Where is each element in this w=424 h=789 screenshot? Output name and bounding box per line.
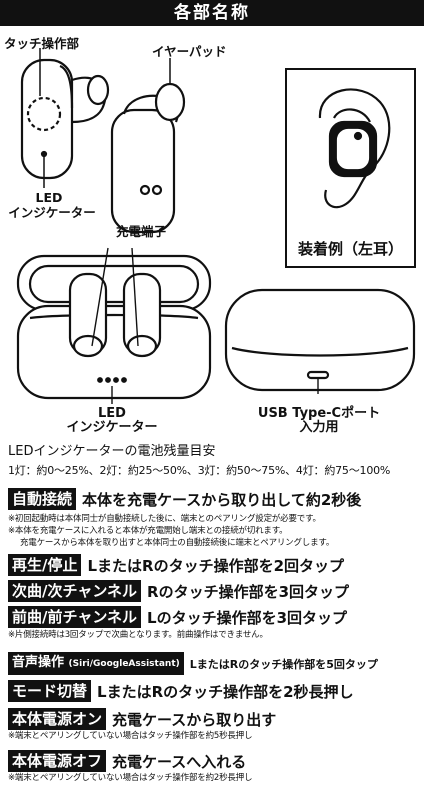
op-desc: Lのタッチ操作部を3回タップ (147, 608, 348, 627)
note-auto-3: 充電ケースから本体を取り出すと本体同士の自動接続後に端末とペアリングします。 (20, 538, 335, 548)
led-label-bottom: LED (98, 406, 126, 421)
wear-example-box: 装着例（左耳） (285, 68, 416, 268)
led-label-top: LED (35, 190, 63, 205)
op-row-voice: 音声操作 (Siri/GoogleAssistant) LまたはRのタッチ操作部… (8, 652, 378, 675)
op-row-auto-connect: 自動接続 本体を充電ケースから取り出して約2秒後 (8, 488, 361, 510)
led-label-top-2: インジケーター (8, 205, 96, 220)
battery-levels: 1灯：約0～25%、2灯：約25～50%、3灯：約50～75%、4灯：約75～1… (8, 464, 391, 477)
op-tag: 本体電源オン (8, 708, 107, 730)
note-prev: ※片側接続時は3回タップで次曲となります。前曲操作はできません。 (8, 630, 268, 640)
op-tag: 音声操作 (Siri/GoogleAssistant) (8, 652, 184, 675)
op-desc: Rのタッチ操作部を3回タップ (147, 582, 350, 601)
op-row-next: 次曲/次チャンネル Rのタッチ操作部を3回タップ (8, 580, 349, 602)
page-title: 各部名称 (0, 0, 424, 26)
op-row-power-on: 本体電源オン 充電ケースから取り出す (8, 708, 276, 730)
wear-example-label: 装着例（左耳） (297, 240, 403, 258)
note-auto-2: ※本体を充電ケースに入れると本体が充電開始し端末との接続が切れます。 (8, 526, 288, 536)
op-row-mode: モード切替 LまたはRのタッチ操作部を2秒長押し (8, 680, 354, 702)
earbud-diagram-graphic (16, 48, 416, 404)
usb-port-label: USB Type-Cポート (257, 406, 381, 421)
op-tag: モード切替 (8, 680, 92, 702)
usb-input-label: 入力用 (299, 420, 339, 435)
note-power-off: ※端末とペアリングしていない場合はタッチ操作部を約2秒長押し (8, 773, 253, 783)
op-tag: 本体電源オフ (8, 750, 107, 772)
touch-area-label: タッチ操作部 (4, 36, 80, 51)
op-desc: LまたはRのタッチ操作部を5回タップ (189, 657, 378, 671)
op-row-play-pause: 再生/停止 LまたはRのタッチ操作部を2回タップ (8, 554, 344, 576)
op-row-power-off: 本体電源オフ 充電ケースへ入れる (8, 750, 246, 772)
charge-terminal-label: 充電端子 (116, 224, 167, 239)
op-tag: 自動接続 (8, 488, 77, 510)
op-row-prev: 前曲/前チャンネル Lのタッチ操作部を3回タップ (8, 606, 347, 628)
earpad-label: イヤーパッド (152, 44, 227, 59)
note-power-on: ※端末とペアリングしていない場合はタッチ操作部を約5秒長押し (8, 731, 253, 741)
led-label-bottom-2: インジケーター (66, 420, 158, 435)
op-tag-sub: (Siri/GoogleAssistant) (68, 659, 180, 669)
op-desc: 充電ケースから取り出す (112, 710, 277, 729)
op-tag: 前曲/前チャンネル (8, 606, 142, 628)
parts-diagram: タッチ操作部 イヤーパッド LED インジケーター 充電端子 装着例（左耳） L… (0, 28, 424, 438)
op-desc: LまたはRのタッチ操作部を2回タップ (87, 556, 345, 575)
op-desc: 充電ケースへ入れる (112, 752, 247, 771)
op-desc: 本体を充電ケースから取り出して約2秒後 (82, 490, 362, 509)
note-auto-1: ※初回起動時は本体同士が自動接続した後に、端末とのペアリング設定が必要です。 (8, 514, 321, 524)
op-tag: 次曲/次チャンネル (8, 580, 142, 602)
op-tag: 再生/停止 (8, 554, 82, 576)
op-tag-main: 音声操作 (12, 655, 65, 670)
battery-title: LEDインジケーターの電池残量目安 (8, 444, 216, 459)
op-desc: LまたはRのタッチ操作部を2秒長押し (97, 682, 354, 701)
